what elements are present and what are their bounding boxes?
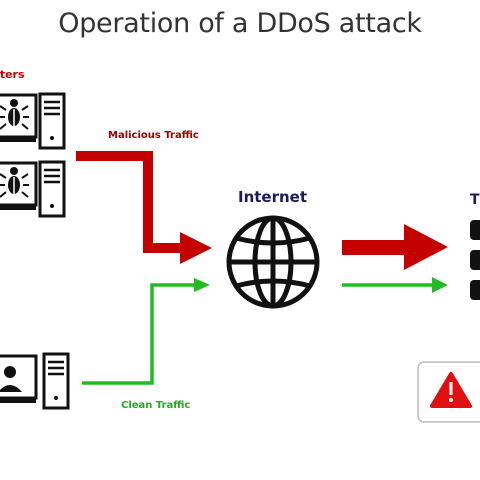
internet-label: Internet — [238, 188, 308, 206]
bug-icon — [0, 99, 29, 130]
monitor-base — [0, 137, 36, 142]
globe-icon — [226, 215, 320, 309]
bug-icon — [0, 167, 29, 198]
malicious-traffic-label: Malicious Traffic — [108, 130, 199, 141]
zombie-computers-label: uters — [0, 68, 25, 81]
monitor-base — [0, 398, 36, 403]
malicious-traffic-arrow — [76, 151, 212, 264]
zombie-computer-1 — [0, 92, 66, 150]
clean-traffic-label: Clean Traffic — [121, 400, 191, 411]
clean-computer — [0, 352, 70, 410]
clean-traffic-arrow — [82, 278, 210, 385]
warning-icon — [430, 372, 472, 408]
warning-box — [417, 361, 480, 423]
page-title: Operation of a DDoS attack — [58, 8, 422, 39]
monitor-base — [0, 205, 36, 210]
zombie-computer-2 — [0, 160, 66, 218]
user-icon — [0, 366, 22, 392]
server-icon — [470, 220, 480, 300]
malicious-to-target-arrow — [342, 224, 448, 270]
clean-to-target-arrow — [342, 277, 448, 293]
target-label: T — [470, 192, 480, 208]
